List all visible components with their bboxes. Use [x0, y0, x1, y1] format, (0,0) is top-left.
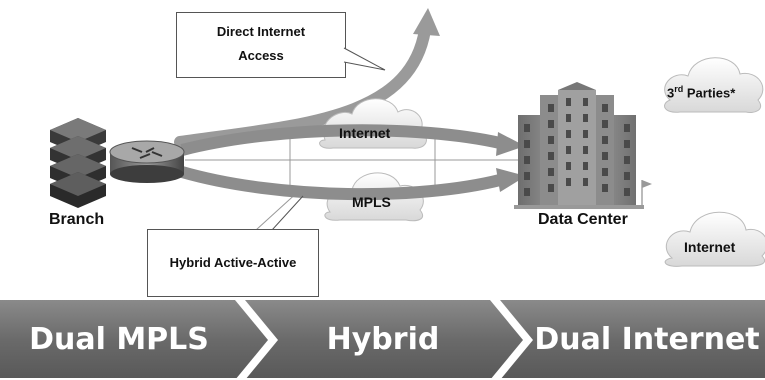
step-dual-mpls-shape — [0, 300, 268, 378]
direct-internet-arrowhead — [413, 8, 440, 36]
internet-path-arrow — [180, 124, 502, 156]
branch-label: Branch — [49, 211, 105, 228]
hybrid-callout-text: Hybrid Active-Active — [169, 255, 297, 270]
third-parties-tail: Parties* — [683, 85, 736, 101]
third-parties-label: 3rd Parties* — [667, 84, 735, 100]
data-center-label: Data Center — [538, 211, 628, 228]
step-hybrid: Hybrid — [326, 322, 440, 357]
data-center-building-icon — [514, 82, 652, 209]
internet-path-label: Internet — [339, 125, 391, 141]
hybrid-callout: Hybrid Active-Active — [147, 229, 319, 297]
dia-callout: Direct Internet Access — [176, 12, 346, 78]
router-icon — [109, 140, 185, 183]
third-parties-cloud — [664, 57, 764, 113]
branch-server-icon — [50, 118, 106, 208]
dia-callout-line2: Access — [238, 48, 284, 63]
step-dual-mpls: Dual MPLS — [29, 322, 209, 357]
internet-right-cloud — [664, 211, 765, 267]
step-hybrid-shape — [245, 300, 523, 378]
internet-right-label: Internet — [684, 239, 736, 255]
third-parties-sup: rd — [674, 84, 684, 94]
step-dual-internet-shape — [500, 300, 765, 378]
step-banner — [0, 300, 765, 378]
step-dual-internet: Dual Internet — [534, 322, 760, 357]
mpls-path-arrow — [180, 166, 502, 201]
third-parties-base: 3 — [667, 85, 675, 101]
dia-callout-line1: Direct Internet — [216, 24, 306, 39]
mpls-path-label: MPLS — [352, 194, 391, 210]
internet-path-arrowhead — [496, 132, 525, 156]
